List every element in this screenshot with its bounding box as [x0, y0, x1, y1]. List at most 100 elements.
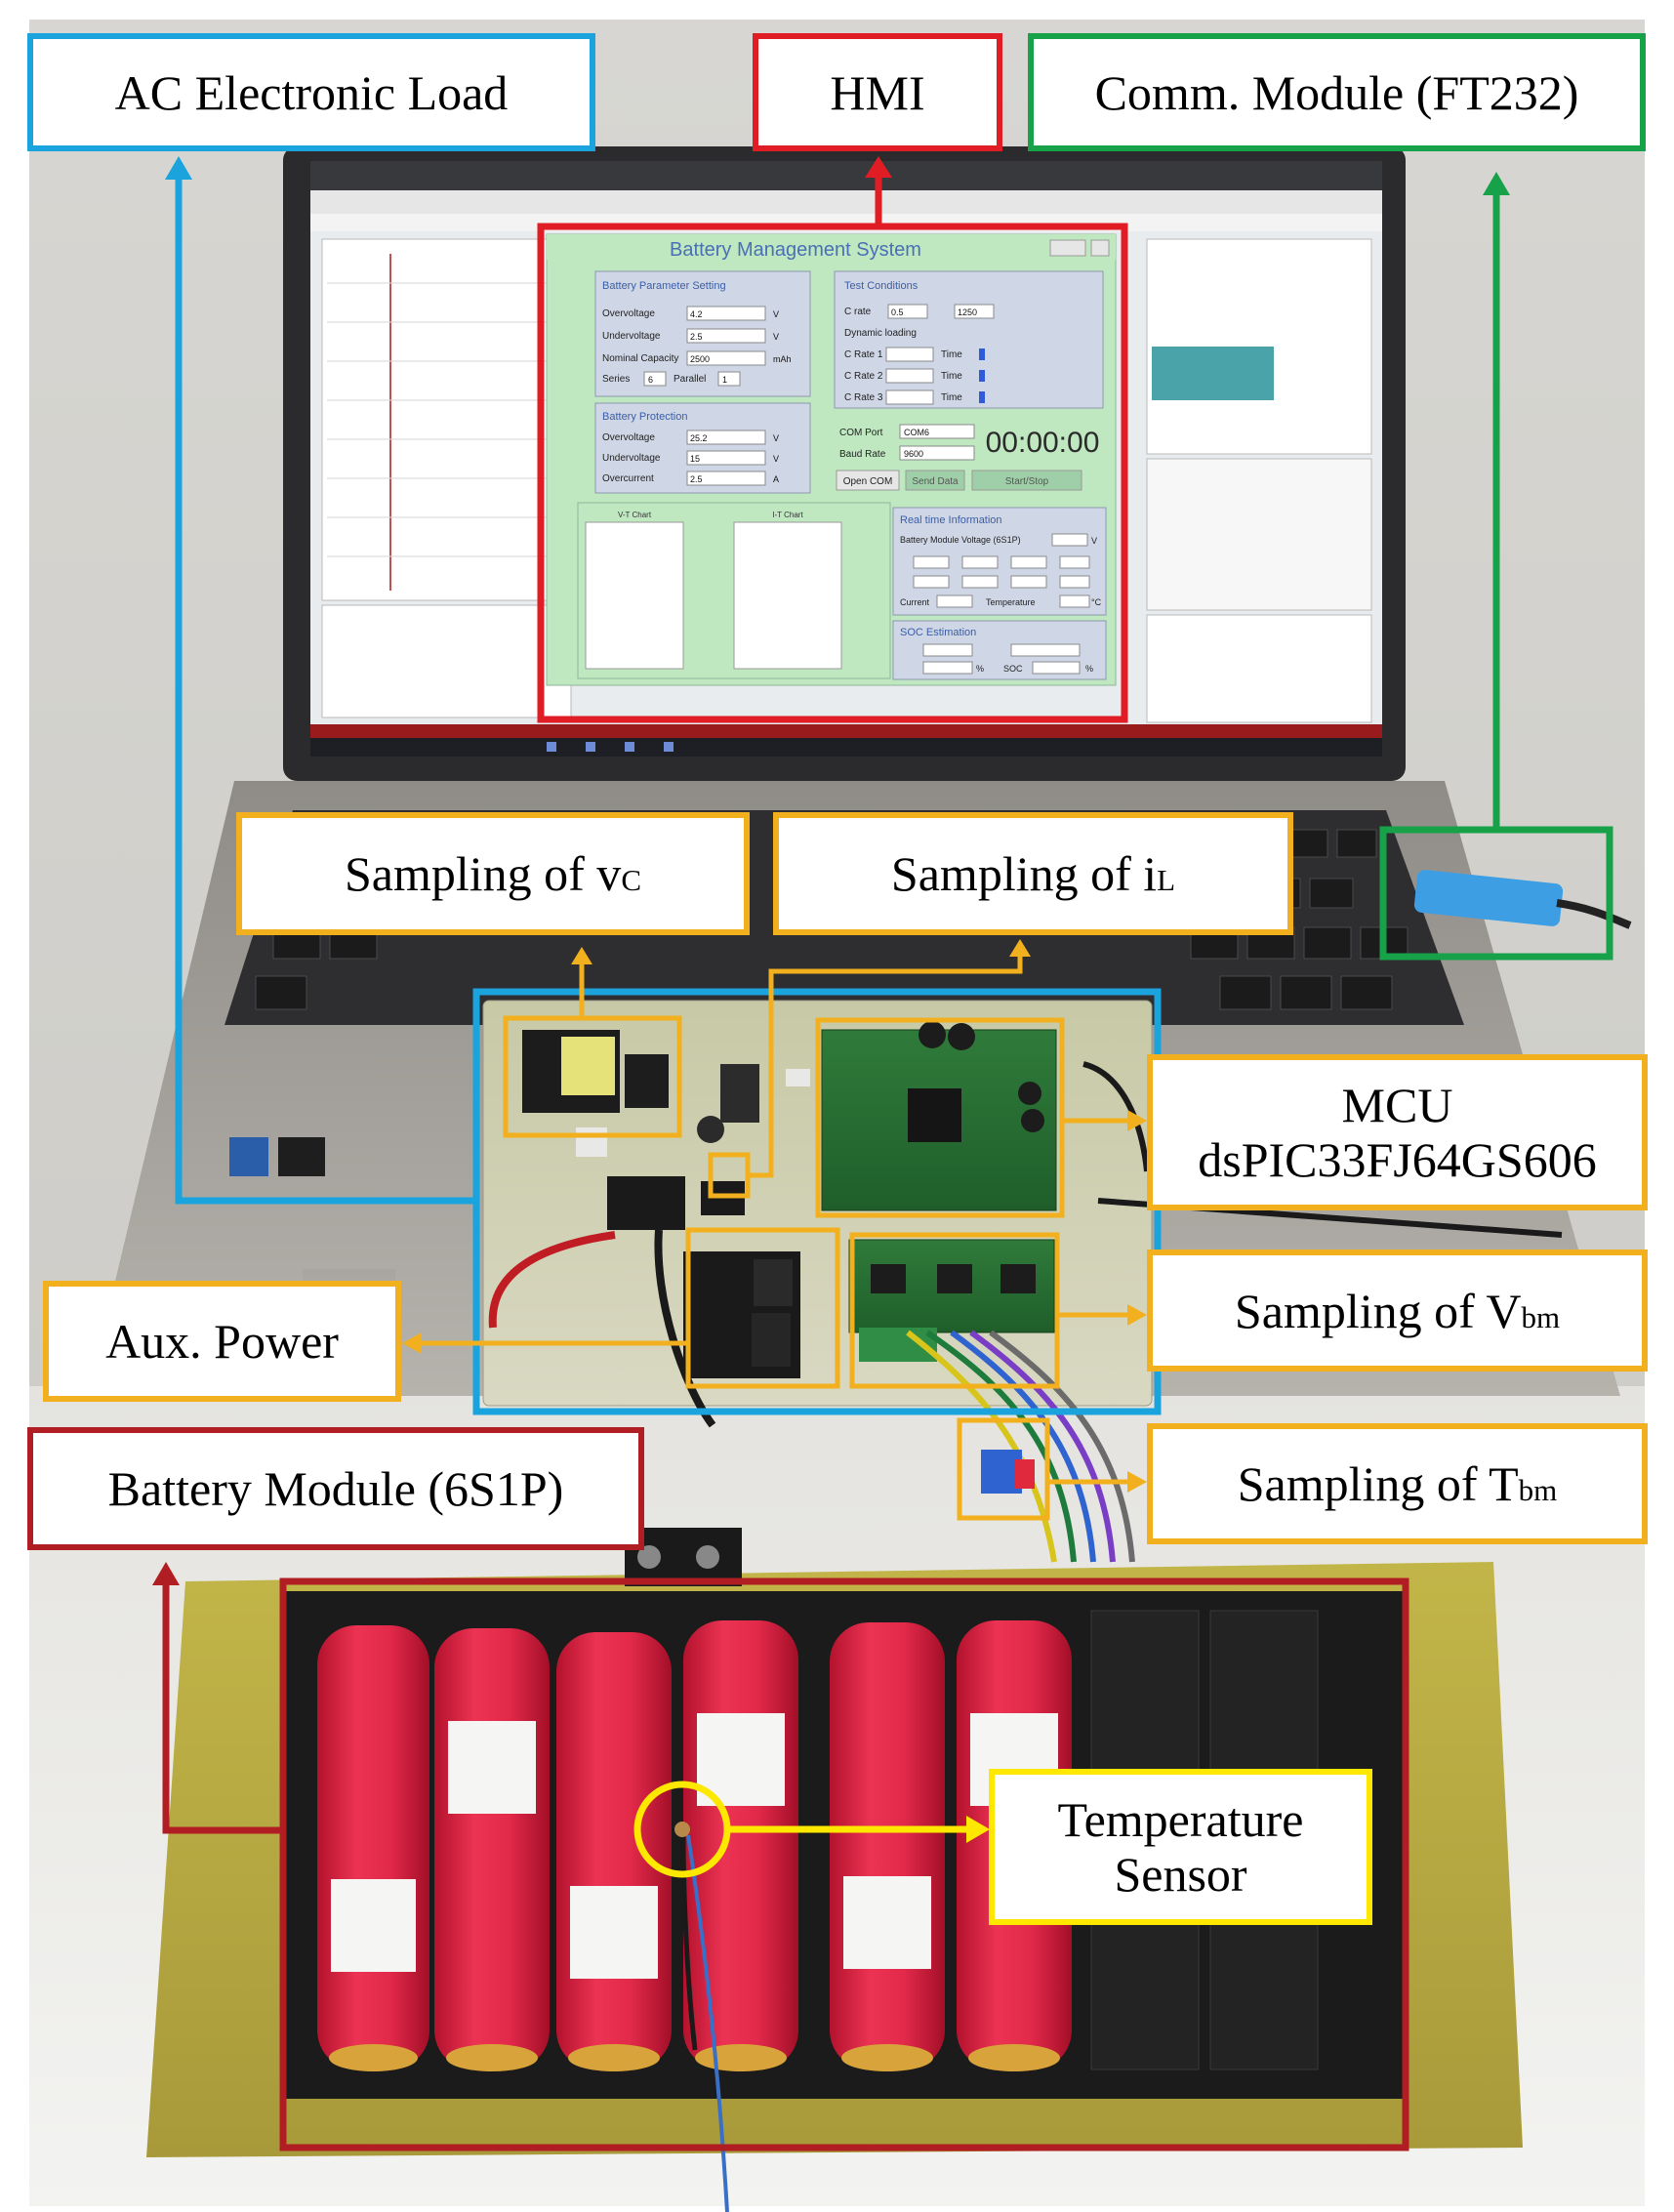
svg-text:Time: Time	[941, 392, 962, 403]
svg-text:Current: Current	[900, 597, 930, 607]
cell-paper-tag	[570, 1886, 658, 1979]
svg-text:Battery Module Voltage (6S1P): Battery Module Voltage (6S1P)	[900, 535, 1021, 545]
temp-sensor-label: Temperature Sensor	[989, 1769, 1372, 1925]
hmi-timer: 00:00:00	[986, 427, 1100, 459]
svg-text:mAh: mAh	[773, 354, 792, 364]
taskbar	[310, 738, 1382, 757]
battery-cell	[556, 1632, 672, 2069]
screen-titlebar	[310, 161, 1382, 190]
vbm-frame	[849, 1232, 1060, 1389]
aux-label: Aux. Power	[43, 1281, 401, 1402]
mcu-chip	[908, 1088, 961, 1142]
battery-cell-terminal	[329, 2044, 418, 2071]
svg-text:V: V	[773, 454, 779, 464]
svg-text:Overvoltage: Overvoltage	[602, 432, 655, 443]
intel-sticker	[229, 1137, 268, 1176]
battery-module-text: Battery Module (6S1P)	[107, 1461, 564, 1516]
it-chart	[733, 521, 842, 670]
svg-text:Overvoltage: Overvoltage	[602, 308, 655, 319]
vbm-subscript: bm	[1521, 1299, 1561, 1334]
svg-text:6: 6	[648, 375, 653, 385]
mcu-frame	[815, 1017, 1065, 1218]
svg-text:C Rate 1: C Rate 1	[844, 349, 883, 360]
svg-text:Real time Information: Real time Information	[900, 514, 1002, 526]
svg-text:Baud Rate: Baud Rate	[839, 449, 886, 460]
tbm-label: Sampling of Tbm	[1147, 1423, 1648, 1544]
battery-module-frame	[279, 1577, 1409, 2151]
ac-load-text: AC Electronic Load	[114, 64, 509, 120]
svg-text:0.5: 0.5	[891, 307, 904, 317]
svg-text:Send Data: Send Data	[912, 476, 959, 487]
svg-text:Parallel: Parallel	[674, 374, 706, 385]
send-data-button[interactable]	[905, 470, 965, 491]
vc-text: Sampling of v	[344, 846, 622, 901]
start-stop-button[interactable]	[971, 470, 1082, 491]
hmi-label: HMI	[753, 33, 1002, 151]
svg-text:Series: Series	[602, 374, 630, 385]
mcu-text-line2: dsPIC33FJ64GS606	[1198, 1132, 1597, 1187]
svg-text:Battery Parameter Setting: Battery Parameter Setting	[602, 280, 726, 292]
svg-text:Battery Protection: Battery Protection	[602, 411, 687, 423]
hmi-window-title: Battery Management System	[670, 239, 921, 261]
battery-cell	[683, 1620, 798, 2069]
tbm-text: Sampling of T	[1237, 1456, 1519, 1511]
tbm-frame	[957, 1417, 1050, 1521]
cell-paper-tag	[331, 1879, 416, 1972]
il-text: Sampling of i	[890, 846, 1158, 901]
gpu-sticker	[278, 1137, 325, 1176]
svg-text:Overcurrent: Overcurrent	[602, 473, 654, 484]
svg-text:Time: Time	[941, 371, 962, 382]
battery-cell-terminal	[446, 2044, 538, 2071]
svg-text:A: A	[773, 474, 779, 484]
battery-cell-terminal	[695, 2044, 787, 2071]
svg-text:Undervoltage: Undervoltage	[602, 453, 661, 464]
svg-text:COM Port: COM Port	[839, 428, 883, 438]
svg-text:2.5: 2.5	[690, 332, 703, 342]
svg-text:2.5: 2.5	[690, 474, 703, 484]
svg-text:Open COM: Open COM	[843, 476, 893, 487]
temp-text-line2: Sensor	[1114, 1847, 1247, 1902]
test-conditions-group	[834, 270, 1104, 409]
vt-chart	[585, 521, 684, 670]
battery-module-label: Battery Module (6S1P)	[27, 1427, 644, 1550]
battery-cell	[317, 1625, 429, 2069]
screen-left-panel	[321, 238, 572, 601]
il-label: Sampling of iL	[773, 812, 1293, 935]
svg-text:25.2: 25.2	[690, 433, 708, 443]
svg-text:2500: 2500	[690, 354, 710, 364]
vbm-text: Sampling of V	[1234, 1283, 1522, 1338]
transformer	[561, 1037, 615, 1095]
aux-frame	[685, 1227, 840, 1389]
svg-text:1250: 1250	[958, 307, 977, 317]
svg-text:Nominal Capacity: Nominal Capacity	[602, 353, 678, 364]
screen-menubar	[310, 190, 1382, 214]
cell-paper-tag	[843, 1876, 931, 1969]
current-sensor	[720, 1064, 759, 1123]
svg-text:SOC Estimation: SOC Estimation	[900, 627, 976, 638]
mcu-text-line1: MCU	[1341, 1078, 1453, 1132]
usb-ft232-dongle	[1413, 870, 1564, 926]
svg-text:Dynamic loading: Dynamic loading	[844, 328, 917, 339]
vbm-label: Sampling of Vbm	[1147, 1249, 1648, 1372]
svg-text:Test Conditions: Test Conditions	[844, 280, 919, 292]
svg-text:COM6: COM6	[904, 428, 929, 437]
tbm-subscript: bm	[1518, 1473, 1558, 1507]
svg-text:4.2: 4.2	[690, 309, 703, 319]
battery-cell-terminal	[841, 2044, 933, 2071]
open-com-button[interactable]	[836, 470, 900, 491]
svg-text:15: 15	[690, 454, 700, 464]
aux-text: Aux. Power	[105, 1314, 339, 1369]
svg-text:V: V	[773, 332, 779, 342]
svg-text:V-T Chart: V-T Chart	[618, 511, 652, 519]
svg-text:C Rate 3: C Rate 3	[844, 392, 883, 403]
svg-text:9600: 9600	[904, 449, 923, 459]
svg-text:%: %	[976, 664, 984, 674]
battery-cell	[434, 1628, 550, 2069]
battery-cell-terminal	[968, 2044, 1060, 2071]
ac-load-label: AC Electronic Load	[27, 33, 595, 151]
svg-text:C rate: C rate	[844, 307, 872, 317]
il-subscript: L	[1157, 863, 1176, 897]
svg-text:V: V	[773, 433, 779, 443]
battery-cell	[830, 1622, 945, 2069]
vc-label: Sampling of vC	[236, 812, 750, 935]
